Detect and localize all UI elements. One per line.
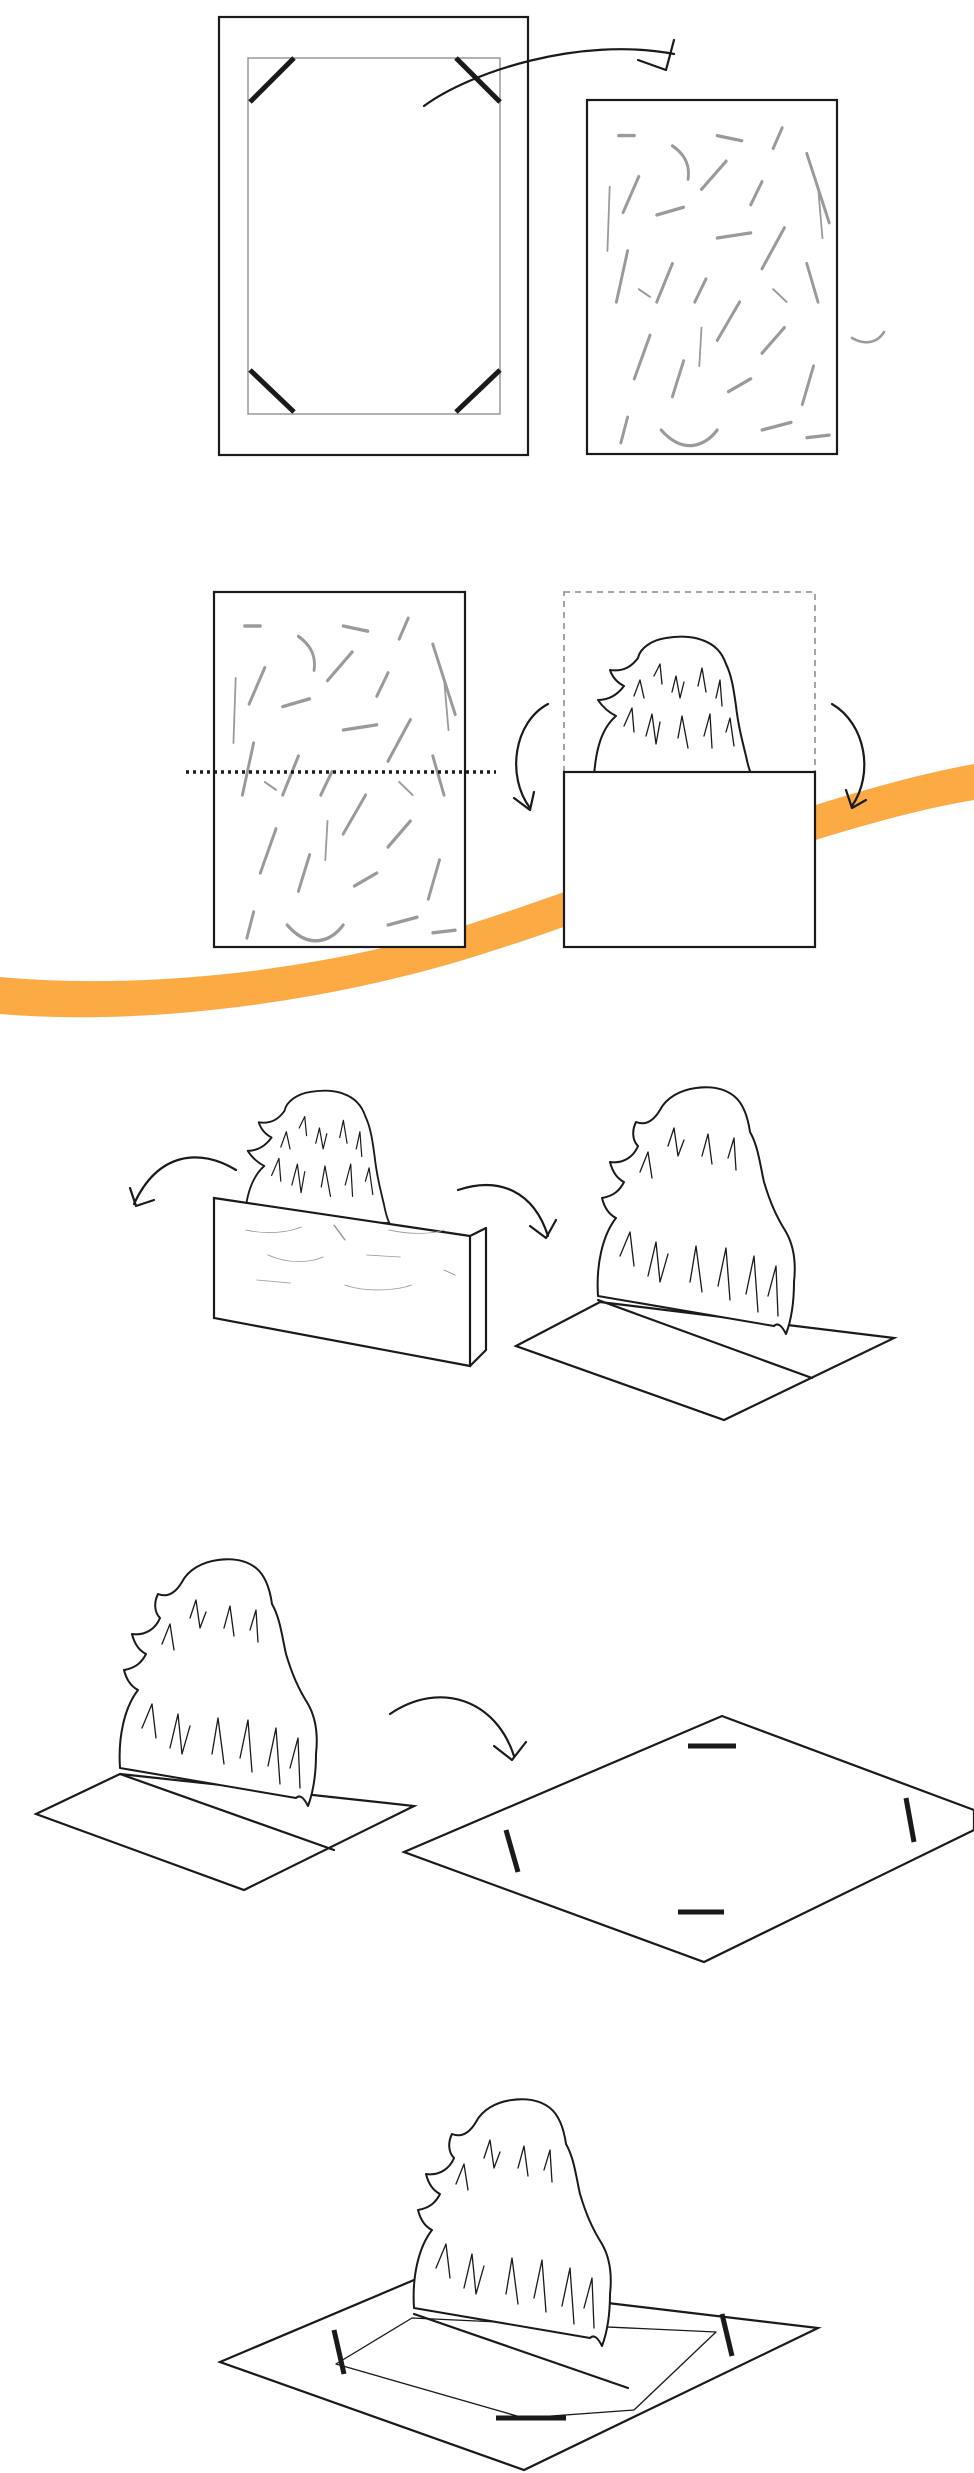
step-4 [36, 1559, 974, 1962]
step-1 [219, 17, 884, 455]
step-5 [220, 2099, 818, 2470]
fur-cutout-icon [414, 2099, 611, 2346]
card-panel-edge [470, 1228, 486, 1366]
texture-stray-mark [852, 332, 884, 342]
mount-sheet [404, 1716, 974, 1962]
fur-cutout-icon [598, 1087, 795, 1334]
fur-sheet [214, 592, 465, 947]
card-panel [214, 1198, 470, 1366]
accent-band [0, 764, 974, 1017]
arrow-head [638, 40, 674, 70]
fur-sheet [587, 100, 837, 454]
arrow-head [514, 792, 534, 810]
curved-arrow-icon [516, 704, 548, 808]
step-2 [186, 592, 866, 947]
step-3 [130, 1087, 894, 1420]
fur-cutout-icon [244, 1091, 389, 1223]
curved-arrow-icon [832, 704, 864, 806]
card-base [564, 772, 815, 947]
card-base-flat [516, 1302, 894, 1420]
fur-cutout-icon [120, 1559, 317, 1806]
fur-cutout-icon [594, 637, 752, 776]
curved-arrow-icon [134, 1157, 236, 1204]
card-base-flat [36, 1774, 414, 1890]
